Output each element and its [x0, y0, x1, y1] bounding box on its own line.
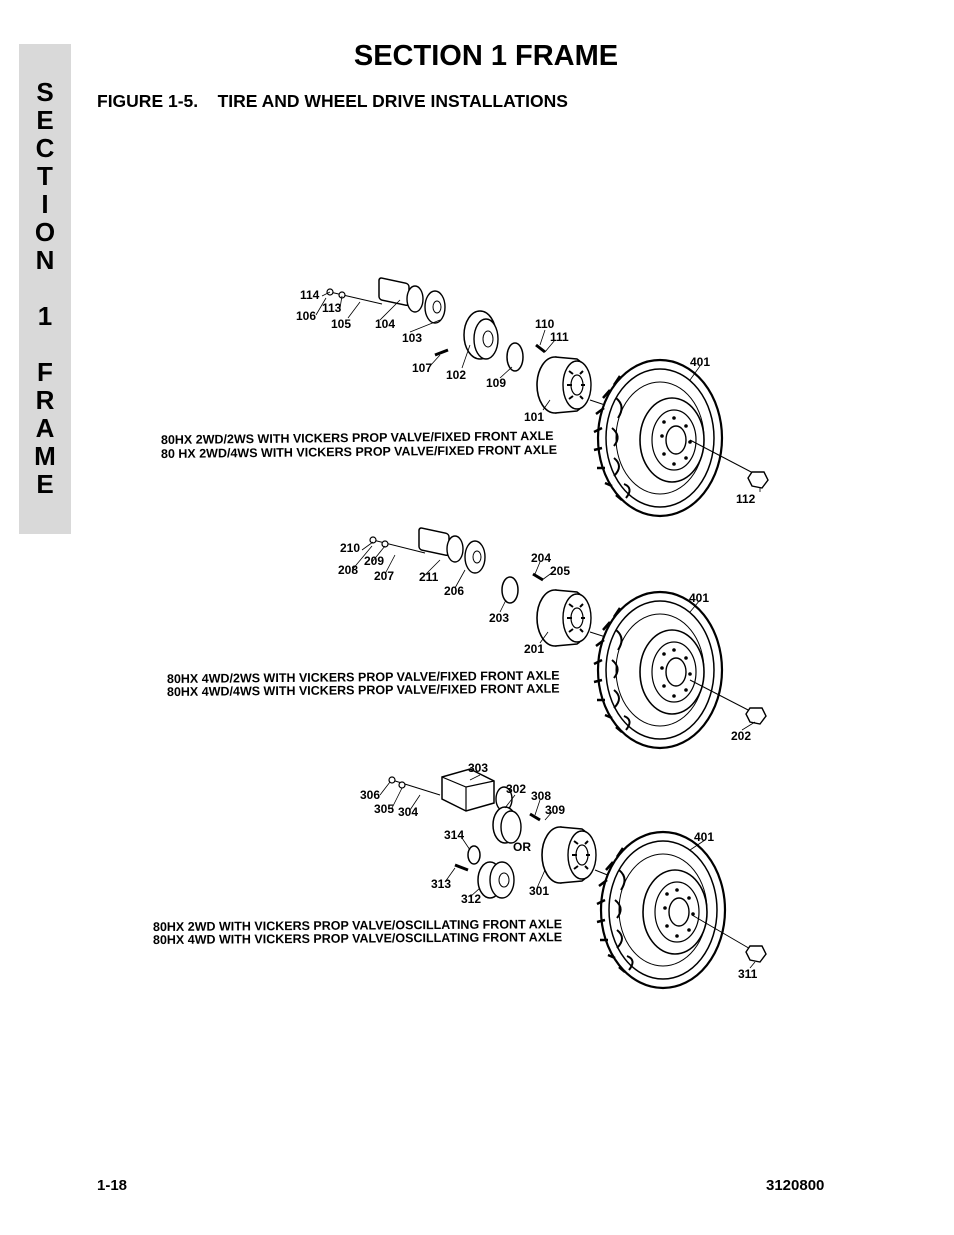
- callout-label: 201: [524, 642, 544, 656]
- side-tab-letter: A: [35, 413, 55, 443]
- side-tab-letter: O: [34, 217, 56, 247]
- side-tab-letter: C: [35, 133, 55, 163]
- callout-label: 102: [446, 368, 466, 382]
- view-3-captions: 80HX 2WD WITH VICKERS PROP VALVE/OSCILLA…: [153, 917, 562, 947]
- side-tab-letter: R: [35, 385, 55, 415]
- section-side-tab: S E C T I O N 1 F R A M E: [19, 44, 71, 534]
- callout-label: 106: [296, 309, 316, 323]
- side-tab-letter: M: [34, 441, 56, 471]
- side-tab-letter: F: [37, 357, 53, 387]
- callout-label: 112: [736, 492, 756, 506]
- view-2-captions: 80HX 4WD/2WS WITH VICKERS PROP VALVE/FIX…: [167, 669, 560, 699]
- leader-lines: [315, 291, 761, 969]
- side-tab-letter: T: [37, 161, 53, 191]
- callout-label: 401: [689, 591, 709, 605]
- callout-label: 208: [338, 563, 358, 577]
- side-tab-letter: E: [36, 105, 54, 135]
- side-tab-letter: S: [36, 77, 54, 107]
- callout-label: 211: [419, 570, 439, 584]
- view-3-assembly: [388, 768, 767, 990]
- callout-label: 202: [731, 729, 751, 743]
- callout-label: 107: [412, 361, 432, 375]
- view-2-callouts: 210 209 208 207 211 206 204 205 203 401 …: [338, 541, 751, 743]
- document-number: 3120800: [766, 1177, 825, 1194]
- view-1-callouts: 114 113 106 105 104 103 110 111 107 102 …: [296, 288, 756, 506]
- callout-label: 105: [331, 317, 351, 331]
- callout-label: 304: [398, 805, 418, 819]
- view-caption: 80HX 2WD/2WS WITH VICKERS PROP VALVE/FIX…: [161, 429, 554, 447]
- callout-label: 312: [461, 892, 481, 906]
- callout-label: 205: [550, 564, 570, 578]
- callout-label: 210: [340, 541, 360, 555]
- callout-label: 109: [486, 376, 506, 390]
- callout-label: 309: [545, 803, 565, 817]
- callout-label: 114: [300, 288, 320, 302]
- view-caption: 80HX 4WD WITH VICKERS PROP VALVE/OSCILLA…: [153, 930, 562, 947]
- callout-label: 207: [374, 569, 394, 583]
- callout-label: 401: [694, 830, 714, 844]
- view-caption: 80HX 4WD/2WS WITH VICKERS PROP VALVE/FIX…: [167, 669, 560, 686]
- page-title: SECTION 1 FRAME: [353, 40, 619, 72]
- callout-label: 209: [364, 554, 384, 568]
- view-caption: 80 HX 2WD/4WS WITH VICKERS PROP VALVE/FI…: [161, 443, 557, 461]
- callout-label: 311: [738, 967, 758, 981]
- view-1-captions: 80HX 2WD/2WS WITH VICKERS PROP VALVE/FIX…: [161, 429, 557, 461]
- callout-label: 305: [374, 802, 394, 816]
- callout-label: 111: [550, 330, 569, 344]
- callout-label: 314: [444, 828, 464, 842]
- callout-label: 206: [444, 584, 464, 598]
- callout-label: 204: [531, 551, 551, 565]
- view-caption: 80HX 4WD/4WS WITH VICKERS PROP VALVE/FIX…: [167, 682, 560, 699]
- callout-label: 301: [529, 884, 549, 898]
- view-caption: 80HX 2WD WITH VICKERS PROP VALVE/OSCILLA…: [153, 917, 562, 934]
- view-2-assembly: [369, 526, 767, 750]
- callout-label: 113: [322, 301, 342, 315]
- callout-label: 103: [402, 331, 422, 345]
- callout-label: 101: [524, 410, 544, 424]
- callout-label: 401: [690, 355, 710, 369]
- callout-label: 313: [431, 877, 451, 891]
- callout-label: 302: [506, 782, 526, 796]
- figure-title: FIGURE 1-5. TIRE AND WHEEL DRIVE INSTALL…: [97, 91, 568, 111]
- callout-label: 110: [535, 317, 555, 331]
- side-tab-letter: 1: [37, 301, 53, 331]
- callout-label: 104: [375, 317, 395, 331]
- callout-label: 203: [489, 611, 509, 625]
- side-tab-letters: S E C T I O N 1 F R A M E: [19, 78, 71, 498]
- callout-label: 306: [360, 788, 380, 802]
- side-tab-letter: N: [35, 245, 55, 275]
- callout-label: OR: [513, 840, 531, 854]
- side-tab-letter: I: [41, 189, 49, 219]
- view-1-assembly: [326, 276, 769, 518]
- callout-label: 308: [531, 789, 551, 803]
- side-tab-letter: E: [36, 469, 54, 499]
- view-3-callouts: 303 306 302 308 305 304 309 314 401 OR 3…: [360, 761, 758, 981]
- callout-label: 303: [468, 761, 488, 775]
- page-number: 1-18: [97, 1177, 128, 1194]
